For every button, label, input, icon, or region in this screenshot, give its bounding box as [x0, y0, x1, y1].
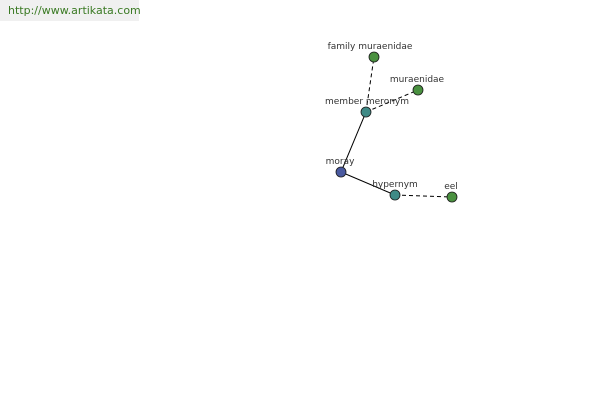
node-circle[interactable] [446, 191, 458, 203]
node-hypernym[interactable]: hypernym [372, 180, 418, 201]
nodes-layer: moray member meronym family muraenidae mura… [325, 42, 458, 203]
node-label: eel [444, 182, 458, 192]
node-label: hypernym [372, 180, 418, 190]
node-family-muraenidae[interactable]: family muraenidae [328, 42, 413, 63]
node-circle[interactable] [412, 84, 424, 96]
edge-hypernym-to-eel [394, 194, 453, 198]
node-circle[interactable] [360, 106, 372, 118]
node-label: family muraenidae [328, 42, 413, 52]
edge-moray-to-hypernym [340, 171, 396, 196]
node-muraenidae[interactable]: muraenidae [390, 75, 445, 96]
node-circle[interactable] [389, 189, 401, 201]
node-eel[interactable]: eel [444, 182, 458, 203]
edge-member-meronym-to-family-muraenidae [365, 56, 375, 113]
node-label: muraenidae [390, 75, 445, 85]
node-label: member meronym [325, 97, 409, 107]
edges-layer [340, 56, 453, 198]
node-moray[interactable]: moray [326, 157, 355, 178]
node-circle[interactable] [368, 51, 380, 63]
url-banner[interactable]: http://www.artikata.com [0, 0, 141, 21]
url-link[interactable]: http://www.artikata.com [8, 4, 141, 17]
node-circle[interactable] [335, 166, 347, 178]
node-member-meronym[interactable]: member meronym [325, 97, 409, 118]
edge-member-meronym-to-muraenidae [365, 89, 419, 113]
node-label: moray [326, 157, 355, 167]
edge-moray-to-member-meronym [340, 111, 367, 173]
